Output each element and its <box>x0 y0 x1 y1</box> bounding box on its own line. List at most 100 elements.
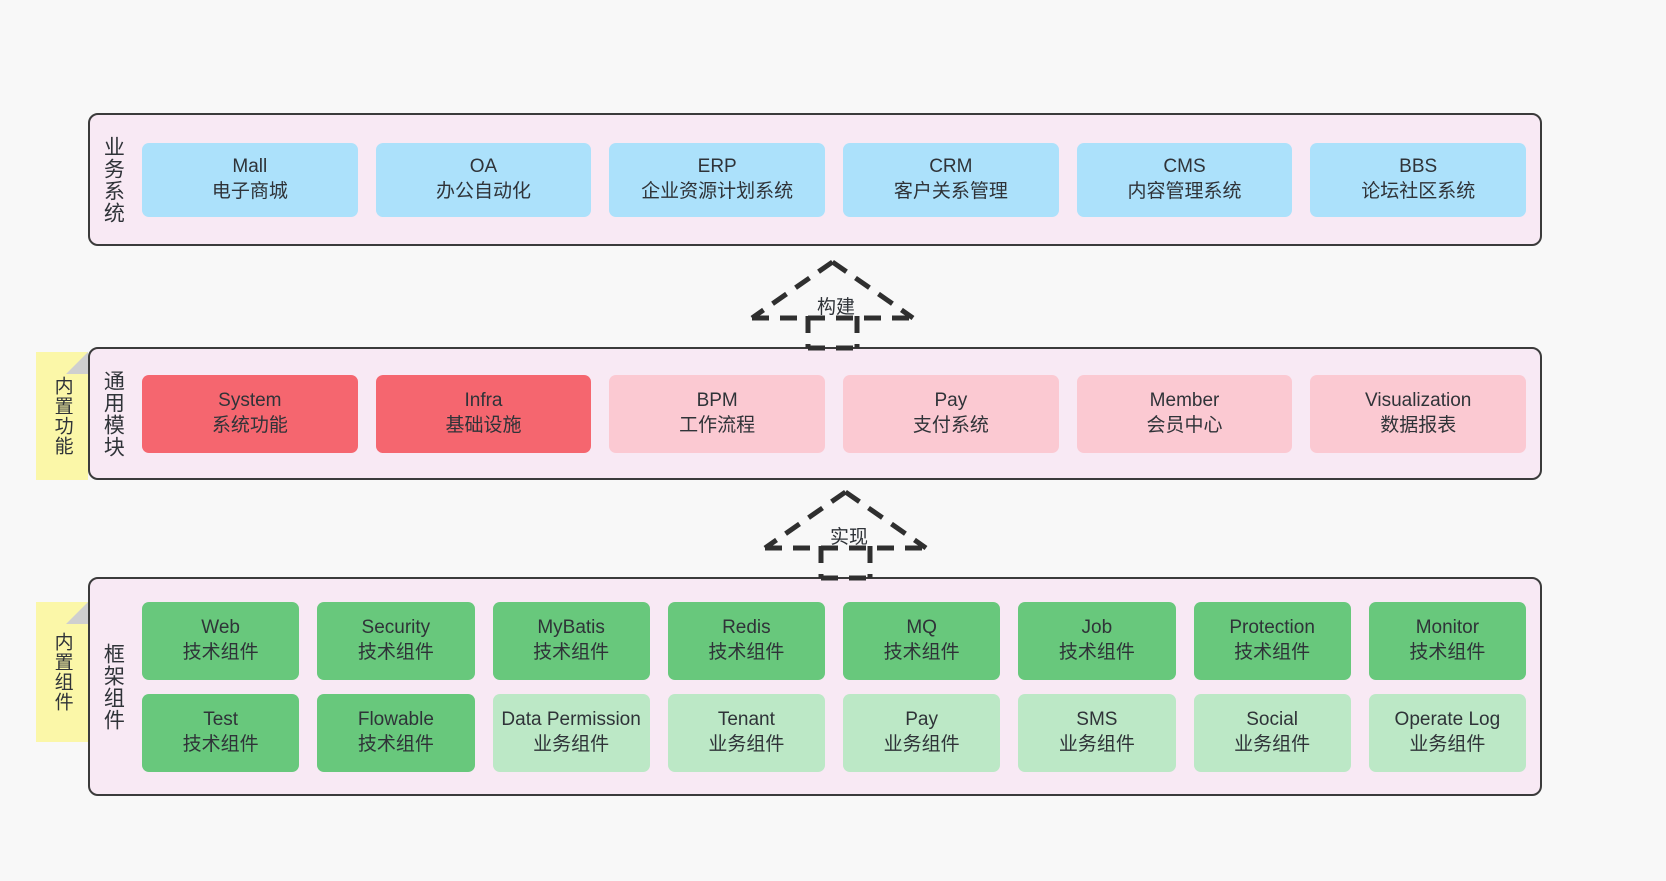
card-subtitle: 数据报表 <box>1380 414 1457 436</box>
card-title: MQ <box>906 617 937 639</box>
card-title: Operate Log <box>1394 709 1501 731</box>
sticky-note-builtin-components: 内置组件 <box>36 602 88 742</box>
card-subtitle: 业务组件 <box>533 733 610 755</box>
layer-title-framework: 框架组件 <box>101 642 125 731</box>
card-title: Tenant <box>717 709 775 731</box>
card-subtitle: 基础设施 <box>445 414 522 436</box>
card-title: Pay <box>934 390 968 412</box>
card-title: Job <box>1081 617 1113 639</box>
card-subtitle: 技术组件 <box>182 733 259 755</box>
layer-title-business: 业务系统 <box>101 135 125 224</box>
card-title: Security <box>361 617 431 639</box>
card-title: Pay <box>905 709 938 731</box>
card-subtitle: 内容管理系统 <box>1127 180 1242 202</box>
card-subtitle: 业务组件 <box>1058 733 1135 755</box>
card-title: BPM <box>696 390 738 412</box>
card-title: Flowable <box>357 709 434 731</box>
card-title: CRM <box>929 156 973 178</box>
card-subtitle: 工作流程 <box>679 414 756 436</box>
card-title: Protection <box>1229 617 1315 639</box>
sticky-note-label: 内置功能 <box>51 376 73 456</box>
card-subtitle: 技术组件 <box>182 641 259 663</box>
dashed-generalization-arrow-icon <box>750 259 915 351</box>
card-title: Visualization <box>1365 390 1472 412</box>
card-title: Monitor <box>1415 617 1480 639</box>
card-title: Web <box>201 617 240 639</box>
card-title: System <box>218 390 282 412</box>
card-subtitle: 业务组件 <box>708 733 785 755</box>
card-title: SMS <box>1076 709 1118 731</box>
card-subtitle: 业务组件 <box>1234 733 1311 755</box>
dashed-generalization-arrow-icon <box>763 489 928 581</box>
card-subtitle: 技术组件 <box>883 641 960 663</box>
card-title: Data Permission <box>501 709 641 731</box>
card-subtitle: 会员中心 <box>1146 414 1223 436</box>
connector-build-label: 构建 <box>817 297 856 318</box>
card-subtitle: 技术组件 <box>357 641 434 663</box>
card-title: MyBatis <box>537 617 605 639</box>
connector-build: 构建 <box>745 258 920 351</box>
card-subtitle: 技术组件 <box>1234 641 1311 663</box>
card-subtitle: 技术组件 <box>357 733 434 755</box>
card-subtitle: 技术组件 <box>708 641 785 663</box>
card-title: Redis <box>722 617 771 639</box>
card-title: Mall <box>232 156 268 178</box>
card-subtitle: 技术组件 <box>1058 641 1135 663</box>
card-subtitle: 技术组件 <box>533 641 610 663</box>
card-title: Infra <box>464 390 503 412</box>
card-title: OA <box>469 156 498 178</box>
card-title: Test <box>203 709 239 731</box>
sticky-note-builtin-features: 内置功能 <box>36 352 88 480</box>
connector-implement: 实现 <box>758 488 933 581</box>
card-subtitle: 客户关系管理 <box>893 180 1008 202</box>
card-subtitle: 电子商城 <box>211 180 288 202</box>
card-subtitle: 业务组件 <box>1409 733 1486 755</box>
card-subtitle: 系统功能 <box>211 414 288 436</box>
card-title: CMS <box>1163 156 1206 178</box>
card-title: Member <box>1149 390 1220 412</box>
card-title: BBS <box>1399 156 1438 178</box>
card-subtitle: 支付系统 <box>912 414 989 436</box>
layer-title-common: 通用模块 <box>101 369 125 458</box>
card-title: Social <box>1246 709 1298 731</box>
card-subtitle: 企业资源计划系统 <box>641 180 794 202</box>
connector-implement-label: 实现 <box>830 527 869 548</box>
card-subtitle: 论坛社区系统 <box>1361 180 1476 202</box>
